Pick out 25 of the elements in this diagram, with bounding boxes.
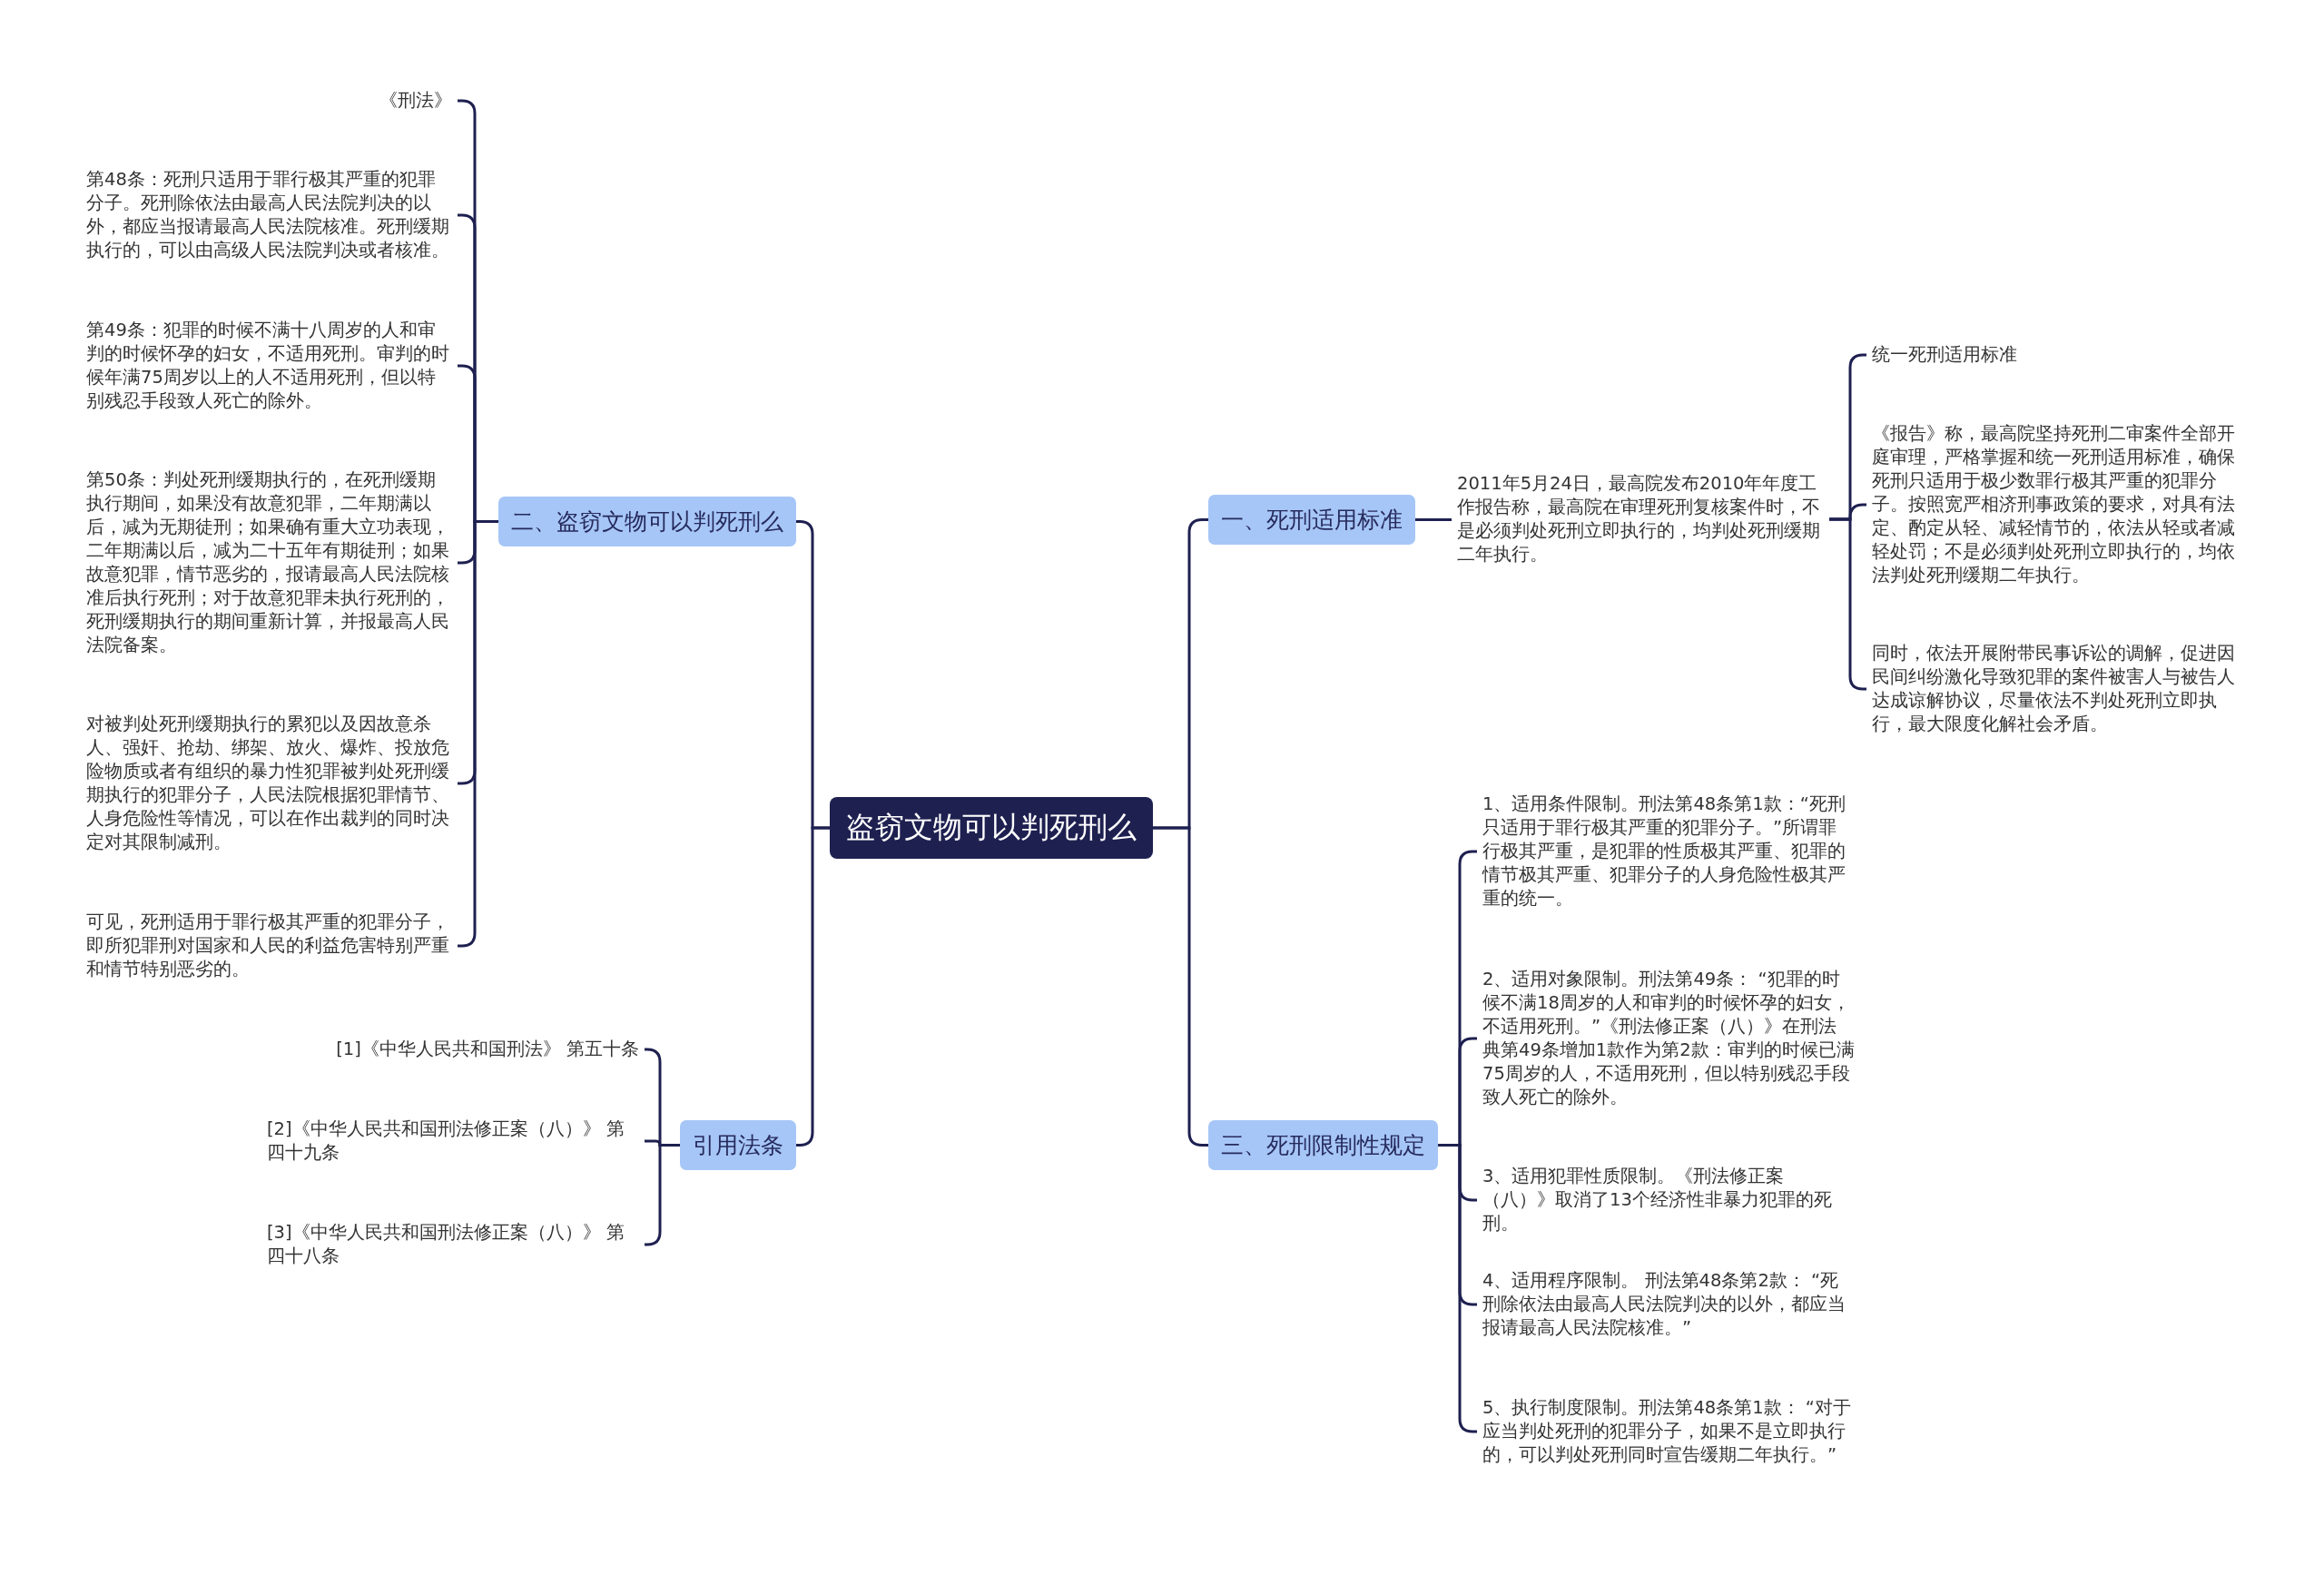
topic-text: 《刑法》 [86, 89, 452, 113]
topic-text: 1、适用条件限制。刑法第48条第1款：“死刑只适用于罪行极其严重的犯罪分子。”所谓罪行极其严重，是犯罪的性质极其严重、犯罪的情节极其严重、犯罪分子的人身危险性极其严重的统一。 [1482, 792, 1855, 911]
topic-text: 同时，依法开展附带民事诉讼的调解，促进因民间纠纷激化导致犯罪的案件被害人与被告人达成谅解协议，尽量依法不判处死刑立即执行，最大限度化解社会矛盾。 [1872, 642, 2244, 736]
topic-text: [1]《中华人民共和国刑法》 第五十条 [267, 1038, 639, 1061]
topic-text: [2]《中华人民共和国刑法修正案（八）》 第四十九条 [267, 1117, 639, 1165]
topic-text: 可见，死刑适用于罪行极其严重的犯罪分子，即所犯罪刑对国家和人民的利益危害特别严重和情节特别恶劣的。 [86, 911, 452, 981]
connector-line [458, 520, 498, 948]
branch-topic-box: 二、盗窃文物可以判死刑么 [498, 497, 796, 546]
topic-text: 2、适用对象限制。刑法第49条： “犯罪的时候不满18周岁的人和审判的时候怀孕的妇女，不适用死刑。”《刑法修正案（八）》在刑法典第49条增加1款作为第2款：审判的时候已满75周岁的人，不适用死刑，但以特别残忍手段致人死亡的除外。 [1482, 968, 1855, 1109]
topic-text: 3、适用犯罪性质限制。《刑法修正案（八）》取消了13个经济性非暴力犯罪的死刑。 [1482, 1165, 1855, 1235]
topic-text: 第48条：死刑只适用于罪行极其严重的犯罪分子。死刑除依法由最高人民法院判决的以外，都应当报请最高人民法院核准。死刑缓期执行的，可以由高级人民法院判决或者核准。 [86, 168, 452, 262]
topic-text: 第49条：犯罪的时候不满十八周岁的人和审判的时候怀孕的妇女，不适用死刑。审判的时候年满75周岁以上的人不适用死刑，但以特别残忍手段致人死亡的除外。 [86, 319, 452, 413]
branch-topic-box: 一、死刑适用标准 [1208, 495, 1415, 545]
central-topic-box: 盗窃文物可以判死刑么 [830, 797, 1153, 859]
topic-text: 第50条：判处死刑缓期执行的，在死刑缓期执行期间，如果没有故意犯罪，二年期满以后，减为无期徒刑；如果确有重大立功表现，二年期满以后，减为二十五年有期徒刑；如果故意犯罪，情节恶劣的，报请最高人民法院核准后执行死刑；对于故意犯罪未执行死刑的，死刑缓期执行的期间重新计算，并报最高人民法院备案。 [86, 468, 452, 657]
connector-line [1415, 518, 1452, 521]
branch-topic-box: 引用法条 [680, 1120, 796, 1170]
branch-topic-box: 三、死刑限制性规定 [1208, 1120, 1438, 1170]
topic-text: 4、适用程序限制。 刑法第48条第2款： “死刑除依法由最高人民法院判决的以外，都应当报请最高人民法院核准。” [1482, 1269, 1855, 1340]
topic-text: 《报告》称，最高院坚持死刑二审案件全部开庭审理，严格掌握和统一死刑适用标准，确保死刑只适用于极少数罪行极其严重的犯罪分子。按照宽严相济刑事政策的要求，对具有法定、酌定从轻、减轻情节的，依法从轻或者减轻处罚；不是必须判处死刑立即执行的，均依法判处死刑缓期二年执行。 [1872, 422, 2244, 587]
topic-text: 5、执行制度限制。刑法第48条第1款： “对于应当判处死刑的犯罪分子，如果不是立即执行的，可以判处死刑同时宣告缓期二年执行。” [1482, 1396, 1855, 1467]
topic-text: [3]《中华人民共和国刑法修正案（八）》 第四十八条 [267, 1221, 639, 1268]
topic-text: 对被判处死刑缓期执行的累犯以及因故意杀人、强奸、抢劫、绑架、放火、爆炸、投放危险物质或者有组织的暴力性犯罪被判处死刑缓期执行的犯罪分子，人民法院根据犯罪情节、人身危险性等情况，可以在作出裁判的同时决定对其限制减刑。 [86, 713, 452, 854]
topic-text: 统一死刑适用标准 [1872, 343, 2244, 367]
topic-text: 2011年5月24日，最高院发布2010年年度工作报告称，最高院在审理死刑复核案件时，不是必须判处死刑立即执行的，均判处死刑缓期二年执行。 [1457, 472, 1829, 566]
